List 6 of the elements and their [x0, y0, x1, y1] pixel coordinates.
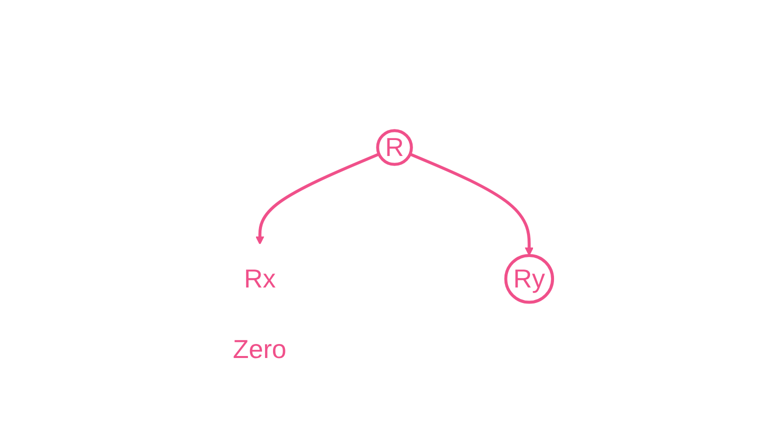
node-text: Rx [244, 264, 276, 294]
arrow [409, 152, 534, 256]
arrow [255, 152, 380, 246]
beside-text: Zero [232, 334, 286, 365]
node-circle: R [376, 129, 413, 166]
node-circle: Ry [504, 254, 554, 304]
